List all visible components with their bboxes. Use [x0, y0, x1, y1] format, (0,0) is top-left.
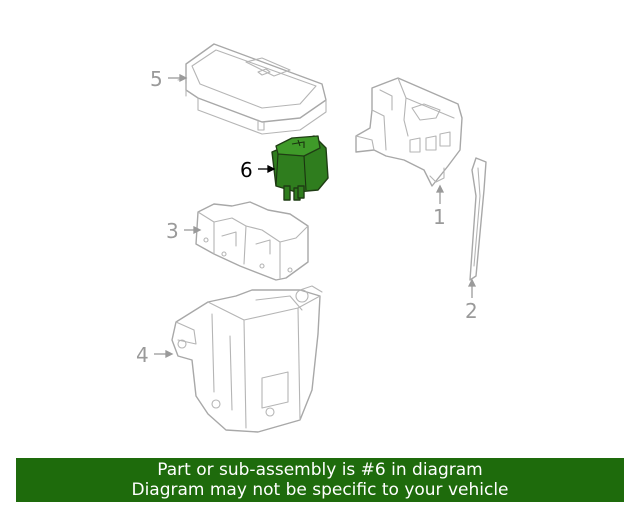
banner-line-2: Diagram may not be specific to your vehi…: [131, 480, 509, 500]
banner-line-1: Part or sub-assembly is #6 in diagram: [157, 460, 483, 480]
part-6-relay[interactable]: [271, 135, 329, 201]
callout-6: 6: [240, 158, 253, 182]
info-banner: Part or sub-assembly is #6 in diagram Di…: [16, 458, 624, 502]
callout-4: 4: [136, 343, 149, 367]
callout-5: 5: [150, 67, 163, 91]
callout-1: 1: [433, 205, 446, 229]
part-3-relay-holder[interactable]: [195, 201, 309, 281]
part-2-strip[interactable]: [469, 157, 487, 281]
part-4-lower-housing[interactable]: [171, 285, 323, 433]
leader-1: [435, 184, 445, 204]
callout-2: 2: [465, 299, 478, 323]
leader-2: [467, 278, 477, 298]
leader-3: [184, 225, 202, 235]
part-5-cover[interactable]: [177, 43, 327, 135]
callout-3: 3: [166, 219, 179, 243]
parts-diagram: 5 6 3 4 1 2: [136, 43, 487, 433]
part-1-relay-bracket[interactable]: [355, 77, 463, 187]
leader-6: [258, 164, 276, 174]
leader-4: [154, 349, 174, 359]
leader-5: [168, 73, 188, 83]
